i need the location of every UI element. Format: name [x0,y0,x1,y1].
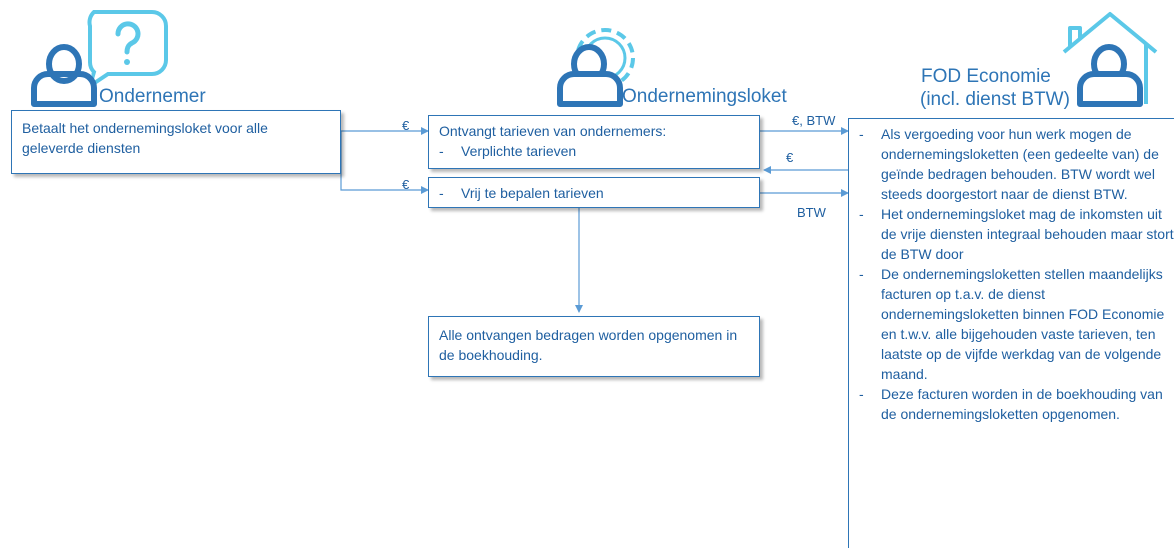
fod-notes-panel: Als vergoeding voor hun werk mogen de on… [848,118,1174,548]
vrij-item: -Vrij te bepalen tarieven [439,185,604,201]
boekhouding-text: Alle ontvangen bedragen worden opgenomen… [439,327,738,363]
tarieven-title: Ontvangt tarieven van ondernemers: [439,123,667,139]
boekhouding-box: Alle ontvangen bedragen worden opgenomen… [428,316,760,377]
actor-fod-label-line1: FOD Economie [921,66,1051,87]
user-question-icon [31,10,168,107]
fod-note-item: De ondernemingsloketten stellen maandeli… [849,264,1174,384]
fod-note-item: Deze facturen worden in de boekhouding v… [849,384,1174,424]
user-house-icon [1062,12,1158,107]
fod-notes-list: Als vergoeding voor hun werk mogen de on… [849,124,1174,424]
vrij-box: -Vrij te bepalen tarieven [428,177,760,208]
tarieven-item-text: Verplichte tarieven [461,143,577,159]
arrow-label-euro-top: € [402,118,410,133]
fod-note-item: Als vergoeding voor hun werk mogen de on… [849,124,1174,204]
actor-loket-label: Ondernemingsloket [622,86,787,107]
tarieven-box: Ontvangt tarieven van ondernemers: -Verp… [428,115,760,169]
arrow-label-btw: BTW [797,205,826,220]
ondernemer-box-text: Betaalt het ondernemingsloket voor alle … [22,120,268,156]
arrow-label-euro-btw: €, BTW [792,113,836,128]
actor-fod-label-line2: (incl. dienst BTW) [920,89,1070,110]
vrij-item-text: Vrij te bepalen tarieven [461,185,604,201]
arrow-label-euro-back: € [786,150,794,165]
user-gear-icon [557,28,635,107]
ondernemer-box: Betaalt het ondernemingsloket voor alle … [11,110,341,174]
arrow-label-euro-bottom: € [402,177,410,192]
arrow-ondernemer-to-vrij [340,131,429,194]
actor-ondernemer-label: Ondernemer [99,86,206,107]
fod-note-item: Het ondernemingsloket mag de inkomsten u… [849,204,1174,264]
tarieven-item: -Verplichte tarieven [439,143,577,159]
